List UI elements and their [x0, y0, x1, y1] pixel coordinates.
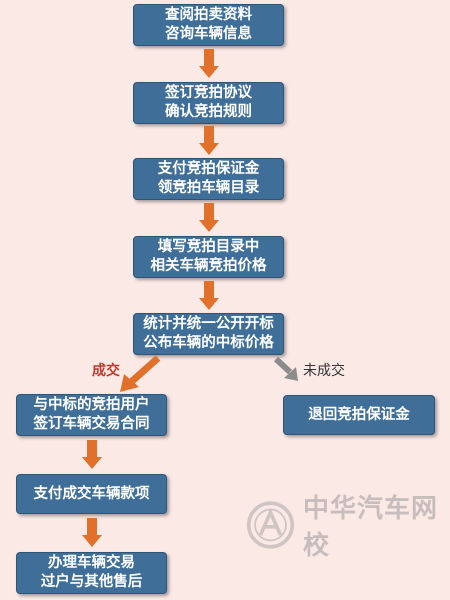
- arrow-deal-diagonal: [120, 355, 161, 392]
- step-1-line-1: 查阅拍卖资料: [165, 7, 252, 23]
- step-2-line-1: 签订竞拍协议: [165, 85, 252, 101]
- arrow-down-1: [199, 49, 219, 78]
- watermark: 中华汽车网校: [246, 488, 450, 562]
- deal-step-2-box: 支付成交车辆款项: [16, 474, 167, 514]
- step-2-box: 签订竞拍协议 确认竞拍规则: [133, 82, 284, 124]
- step-5-box: 统计并统一公开开标 公布车辆的中标价格: [133, 313, 284, 355]
- arrow-down-3: [199, 203, 219, 232]
- arrow-down-4: [199, 281, 219, 310]
- step-1-line-2: 咨询车辆信息: [165, 26, 252, 42]
- watermark-text: 中华汽车网校: [303, 494, 439, 561]
- deal-label: 成交: [92, 363, 120, 379]
- no-deal-step-box: 退回竞拍保证金: [283, 395, 435, 435]
- step-5-line-2: 公布车辆的中标价格: [143, 335, 274, 351]
- arrow-down-2: [199, 126, 219, 155]
- step-1-box: 查阅拍卖资料 咨询车辆信息: [133, 4, 284, 46]
- step-2-line-2: 确认竞拍规则: [165, 104, 252, 120]
- deal-step-3-box: 办理车辆交易 过户与其他售后: [16, 552, 167, 594]
- deal-step-3-line-1: 办理车辆交易: [48, 555, 135, 571]
- no-deal-label: 未成交: [303, 363, 345, 379]
- arrow-down-6: [82, 518, 102, 547]
- step-5-line-1: 统计并统一公开开标: [143, 316, 274, 332]
- car-school-logo-icon: [246, 501, 295, 549]
- deal-step-1-line-2: 签订车辆交易合同: [33, 416, 150, 432]
- deal-step-2-line-1: 支付成交车辆款项: [33, 485, 150, 502]
- arrow-down-5: [82, 440, 102, 469]
- step-3-box: 支付竞拍保证金 领竞拍车辆目录: [133, 158, 284, 200]
- step-4-box: 填写竞拍目录中 相关车辆竞拍价格: [133, 236, 284, 278]
- deal-step-3-line-2: 过户与其他售后: [40, 574, 143, 590]
- no-deal-step-label: 退回竞拍保证金: [308, 406, 410, 423]
- deal-step-1-line-1: 与中标的竞拍用户: [33, 397, 150, 413]
- step-4-line-1: 填写竞拍目录中: [157, 239, 260, 255]
- arrow-no-deal-diagonal: [273, 356, 298, 381]
- step-3-line-2: 领竞拍车辆目录: [157, 180, 260, 196]
- step-4-line-2: 相关车辆竞拍价格: [150, 258, 267, 274]
- deal-step-1-box: 与中标的竞拍用户 签订车辆交易合同: [16, 394, 167, 436]
- step-3-line-1: 支付竞拍保证金: [157, 161, 260, 177]
